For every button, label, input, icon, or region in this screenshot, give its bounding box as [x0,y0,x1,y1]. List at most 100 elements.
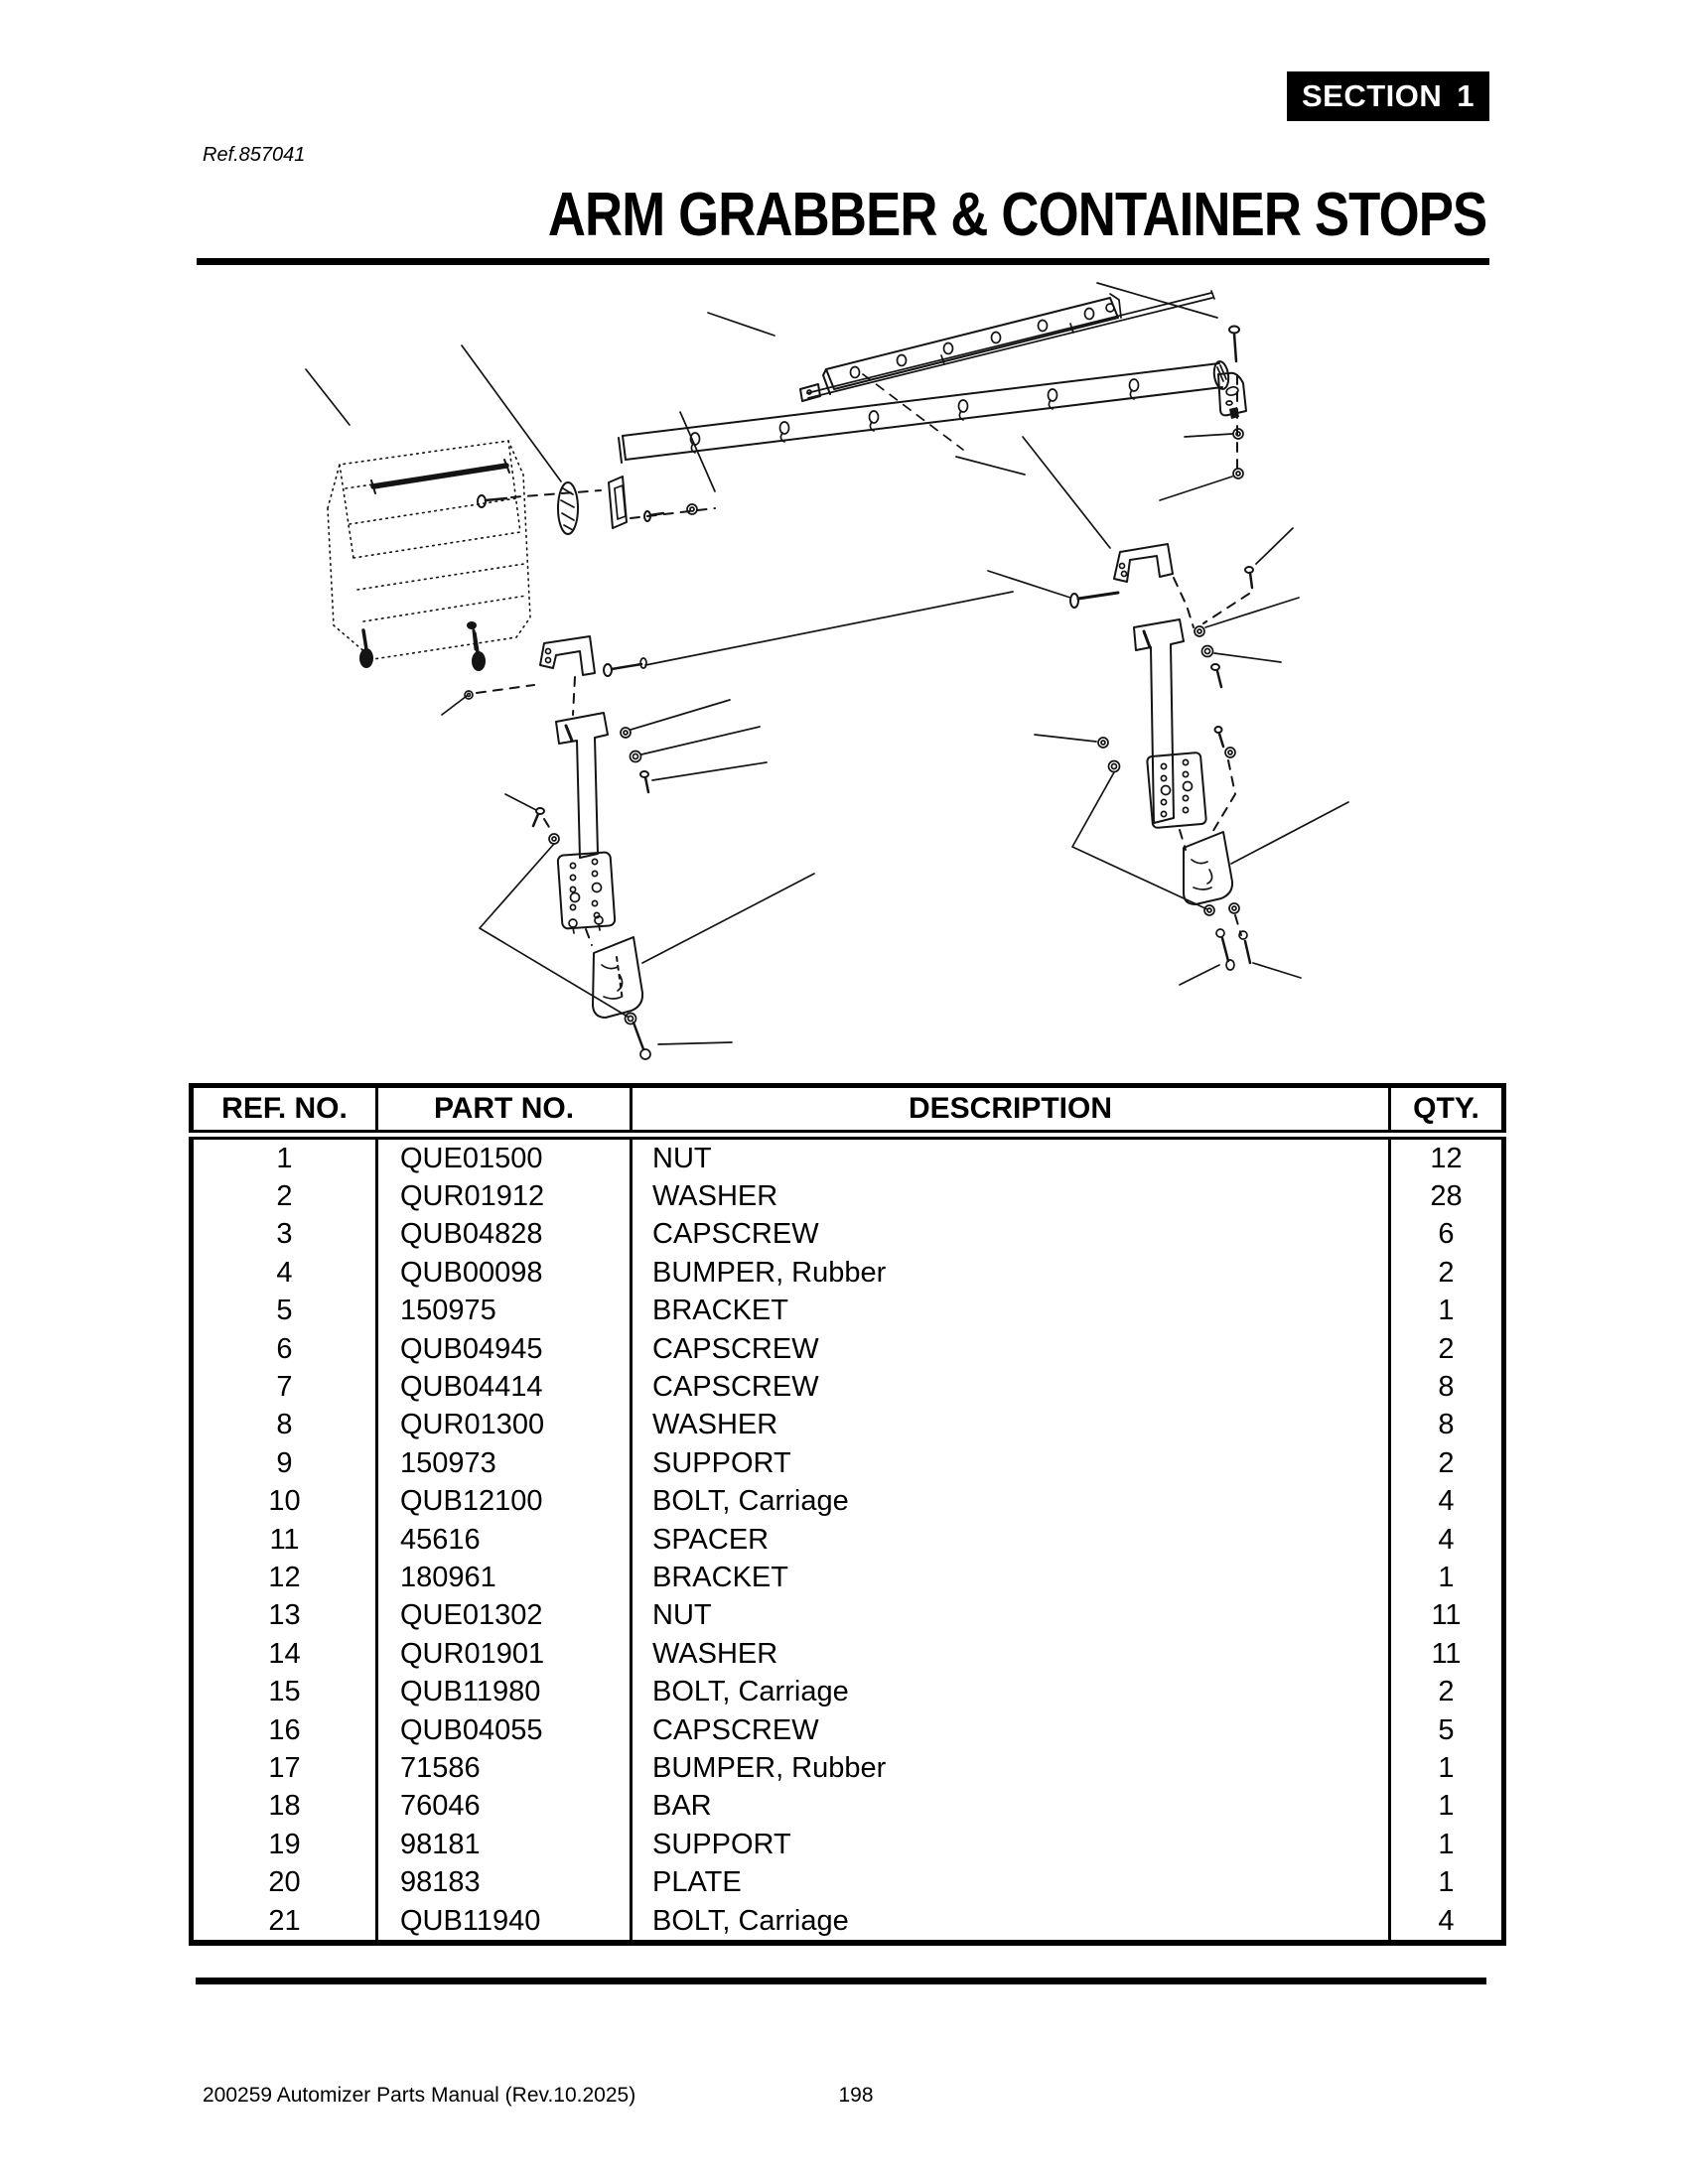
cell-description: BRACKET [630,1292,1391,1330]
table-row: 15 QUB11980 BOLT, Carriage 2 [189,1673,1506,1711]
header-ref-no: REF. NO. [189,1083,378,1140]
cell-part-no: QUB04414 [375,1368,633,1407]
cell-part-no: QUE01302 [375,1596,633,1636]
main-bar [618,360,1230,464]
cell-qty: 1 [1388,1863,1506,1902]
table-row: 6 QUB04945 CAPSCREW 2 [189,1329,1506,1369]
footer-manual-title: 200259 Automizer Parts Manual (Rev.10.20… [203,2084,636,2107]
cell-ref-no: 8 [189,1406,378,1445]
bar-end-bracket [1217,325,1247,479]
leader-lines [305,282,1349,1045]
bar-end-clamp [477,476,716,535]
cell-part-no: QUB11980 [375,1673,633,1711]
cell-description: CAPSCREW [630,1215,1391,1255]
cell-description: BRACKET [630,1559,1391,1597]
cell-description: SUPPORT [630,1826,1391,1864]
cell-description: WASHER [630,1635,1391,1674]
cell-part-no: QUB04828 [375,1215,633,1255]
cell-qty: 1 [1388,1749,1506,1788]
parts-table-body: 1 QUE01500 NUT 12 2 QUR01912 WASHER 28 3… [189,1135,1506,1947]
cell-qty: 1 [1388,1559,1506,1597]
section-badge: SECTION 1 [1287,71,1489,121]
cell-part-no: QUR01300 [375,1406,633,1445]
table-row: 18 76046 BAR 1 [189,1787,1506,1827]
cell-description: SUPPORT [630,1444,1391,1483]
cell-part-no: 98183 [375,1863,633,1902]
cell-description: BUMPER, Rubber [630,1254,1391,1293]
cell-part-no: QUB12100 [375,1482,633,1521]
cell-description: BOLT, Carriage [630,1482,1391,1521]
cell-description: NUT [630,1135,1391,1178]
header-qty: QTY. [1388,1083,1506,1140]
cell-qty: 11 [1388,1596,1506,1636]
right-arm-assembly [1069,543,1254,971]
exploded-diagram [179,278,1529,1072]
title-rule [197,258,1489,265]
table-row: 16 QUB04055 CAPSCREW 5 [189,1710,1506,1750]
cell-part-no: QUE01500 [375,1135,633,1178]
cell-part-no: QUB00098 [375,1254,633,1293]
cell-qty: 2 [1388,1673,1506,1711]
cell-qty: 28 [1388,1177,1506,1216]
cell-ref-no: 5 [189,1292,378,1330]
header-part-no: PART NO. [375,1083,633,1140]
cell-ref-no: 20 [189,1863,378,1902]
cell-qty: 11 [1388,1635,1506,1674]
cell-qty: 1 [1388,1292,1506,1330]
cell-ref-no: 3 [189,1215,378,1255]
cell-part-no: 76046 [375,1787,633,1827]
cell-qty: 1 [1388,1787,1506,1827]
exploded-diagram-svg [305,282,1349,1060]
cell-qty: 2 [1388,1444,1506,1483]
cell-ref-no: 11 [189,1520,378,1560]
cell-qty: 2 [1388,1329,1506,1369]
cell-part-no: 150975 [375,1292,633,1330]
cell-qty: 4 [1388,1482,1506,1521]
cell-ref-no: 21 [189,1901,378,1947]
bumper-strip [822,293,1122,395]
cell-description: CAPSCREW [630,1368,1391,1407]
cell-ref-no: 14 [189,1635,378,1674]
cell-part-no: 45616 [375,1520,633,1560]
parts-table-header-row: REF. NO. PART NO. DESCRIPTION QTY. [189,1083,1506,1140]
table-row: 1 QUE01500 NUT 12 [189,1135,1506,1178]
table-row: 13 QUE01302 NUT 11 [189,1596,1506,1636]
cell-part-no: QUB04055 [375,1710,633,1750]
cell-ref-no: 16 [189,1710,378,1750]
cell-part-no: QUB04945 [375,1329,633,1369]
cell-ref-no: 2 [189,1177,378,1216]
left-arm-assembly [464,635,651,1060]
cell-description: CAPSCREW [630,1329,1391,1369]
cell-description: BAR [630,1787,1391,1827]
cell-part-no: QUR01901 [375,1635,633,1674]
header-description: DESCRIPTION [630,1083,1391,1140]
table-row: 7 QUB04414 CAPSCREW 8 [189,1368,1506,1407]
cell-part-no: 71586 [375,1749,633,1788]
table-row: 20 98183 PLATE 1 [189,1863,1506,1902]
cell-ref-no: 19 [189,1826,378,1864]
cell-description: BUMPER, Rubber [630,1749,1391,1788]
cell-ref-no: 7 [189,1368,378,1407]
cell-ref-no: 13 [189,1596,378,1636]
cell-description: BOLT, Carriage [630,1673,1391,1711]
cell-ref-no: 1 [189,1135,378,1178]
cell-qty: 4 [1388,1520,1506,1560]
table-row: 14 QUR01901 WASHER 11 [189,1635,1506,1674]
cell-description: NUT [630,1596,1391,1636]
table-row: 2 QUR01912 WASHER 28 [189,1177,1506,1216]
cell-description: SPACER [630,1520,1391,1560]
cell-qty: 2 [1388,1254,1506,1293]
cell-description: BOLT, Carriage [630,1901,1391,1947]
cell-qty: 1 [1388,1826,1506,1864]
page-title: ARM GRABBER & CONTAINER STOPS [547,181,1487,249]
cell-description: CAPSCREW [630,1710,1391,1750]
table-row: 12 180961 BRACKET 1 [189,1559,1506,1597]
cell-description: WASHER [630,1177,1391,1216]
cell-qty: 5 [1388,1710,1506,1750]
cell-ref-no: 9 [189,1444,378,1483]
cell-part-no: QUR01912 [375,1177,633,1216]
thin-rod [799,290,1215,402]
table-row: 19 98181 SUPPORT 1 [189,1826,1506,1864]
cell-description: PLATE [630,1863,1391,1902]
cell-qty: 12 [1388,1135,1506,1178]
